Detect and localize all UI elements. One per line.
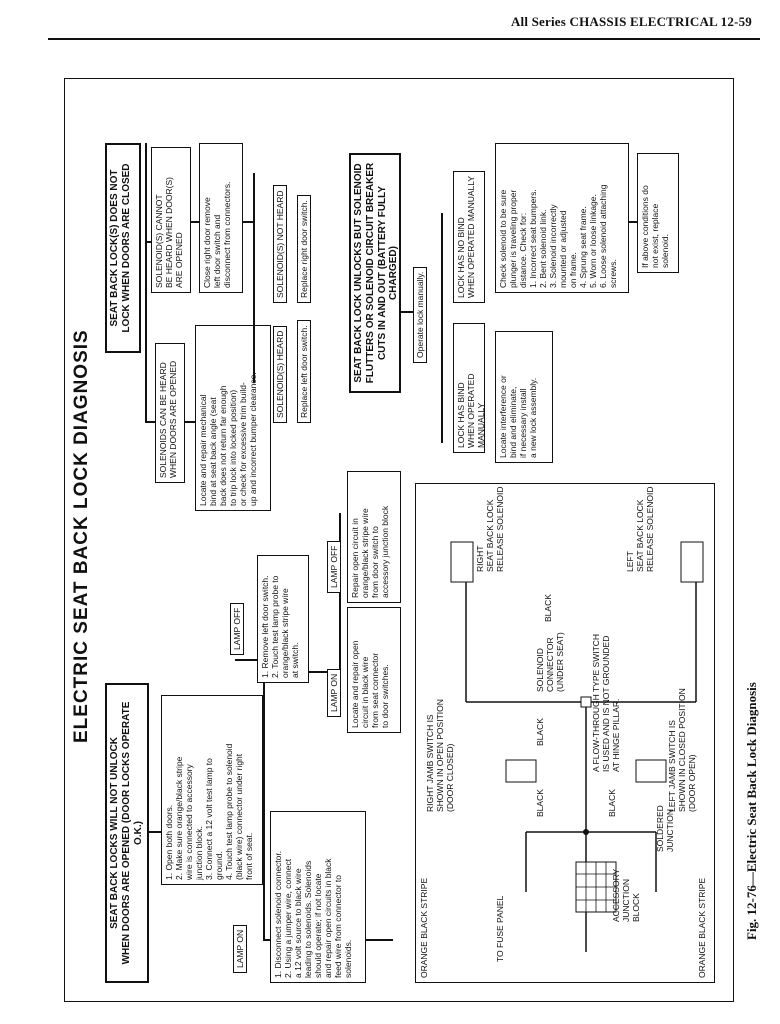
problem-box-nolock: SEAT BACK LOCK(S) DOES NOT LOCK WHEN DOO…	[105, 143, 141, 353]
connector-line	[339, 513, 341, 673]
bind-action: Locate interference or bind and eliminat…	[495, 331, 553, 463]
left-release-label: LEFT SEAT BACK LOCK RELEASE SOLENOID	[625, 486, 655, 572]
right-solenoid-icon	[450, 541, 474, 583]
to-fuse-panel-label: TO FUSE PANEL	[495, 895, 505, 962]
figure-caption: Fig. 12-76—Electric Seat Back Lock Diagn…	[744, 682, 759, 940]
connector-line	[441, 213, 443, 443]
replace-right-box: Replace right door switch.	[297, 195, 311, 303]
solenoid-connector-icon	[580, 696, 592, 708]
connector-line	[401, 311, 413, 313]
heard-label: SOLENOID(S) HEARD	[273, 325, 287, 423]
lamp-off2-action: Repair open circuit in orange/black stri…	[347, 471, 401, 603]
figure-caption-wrap: Fig. 12-76—Electric Seat Back Lock Diagn…	[738, 560, 768, 940]
wiring-svg	[450, 541, 704, 952]
black-label-3: BLACK	[535, 718, 545, 746]
page-header: All Series CHASSIS ELECTRICAL 12-59	[510, 14, 752, 29]
solenoids-cannot-heard-box: SOLENOID(S) CANNOT BE HEARD WHEN DOOR(S)…	[151, 147, 191, 293]
orange-black-top-label: ORANGE BLACK STRIPE	[419, 877, 429, 978]
left-jamb-label: LEFT JAMB SWITCH IS SHOWN IN CLOSED POSI…	[667, 688, 697, 812]
connector-line	[263, 661, 265, 941]
lamp-on2-action: Locate and repair open circuit in black …	[347, 607, 401, 733]
solenoid-connector-label: SOLENOID CONNECTOR (UNDER SEAT)	[535, 632, 565, 692]
above-conditions-action: If above conditions do not exist, replac…	[637, 153, 679, 273]
connector-line	[253, 173, 255, 383]
right-release-label: RIGHT SEAT BACK LOCK RELEASE SOLENOID	[475, 486, 505, 572]
no-bind-box: LOCK HAS NO BIND WHEN OPERATED MANUALLY	[453, 171, 485, 303]
mech-bind-action: Locate and repair mechanical bind at sea…	[195, 325, 271, 511]
not-heard-label: SOLENOID(S) NOT HEARD	[273, 185, 287, 303]
soldered-junction-label: SOLDERED JUNCTION	[655, 805, 675, 852]
solenoids-heard-box: SOLENOIDS CAN BE HEARD WHEN DOORS ARE OP…	[155, 343, 185, 483]
has-bind-box: LOCK HAS BIND WHEN OPERATED MANUALLY	[453, 323, 486, 453]
flow-through-note: A FLOW-THROUGH TYPE SWITCH IS USED AND I…	[591, 633, 621, 772]
diagram-frame: ELECTRIC SEAT BACK LOCK DIAGNOSIS SEAT B…	[64, 78, 734, 1002]
right-jamb-switch-icon	[505, 759, 537, 783]
left-jamb-switch-icon	[635, 759, 667, 783]
problem-box-unlock: SEAT BACK LOCKS WILL NOT UNLOCK WHEN DOO…	[105, 683, 149, 983]
black-label-4: BLACK	[543, 594, 553, 622]
lamp-on2-label: LAMP ON	[327, 668, 341, 717]
lamp-on-label: LAMP ON	[233, 924, 247, 973]
black-label-2: BLACK	[607, 789, 617, 817]
close-door-action: Close right door remove left door switch…	[199, 143, 243, 293]
rotated-diagram: ELECTRIC SEAT BACK LOCK DIAGNOSIS SEAT B…	[65, 79, 735, 1003]
orange-black-bottom-label: ORANGE BLACK STRIPE	[697, 877, 707, 978]
lamp-off-label: LAMP OFF	[230, 602, 244, 655]
lamp-off2-label: LAMP OFF	[327, 540, 341, 593]
wiring-diagram: ORANGE BLACK STRIPE ORANGE BLACK STRIPE …	[415, 483, 715, 983]
diagram-title: ELECTRIC SEAT BACK LOCK DIAGNOSIS	[71, 329, 92, 743]
operate-manually-box: Operate lock manually.	[413, 266, 427, 363]
steps-box-unlock: 1. Open both doors. 2. Make sure orange/…	[161, 695, 263, 885]
replace-left-box: Replace left door switch.	[297, 320, 311, 423]
left-solenoid-icon	[680, 541, 704, 583]
lamp-off-steps: 1. Remove left door switch. 2. Touch tes…	[257, 555, 309, 683]
accessory-block-label: ACCESSORY JUNCTION BLOCK	[611, 868, 641, 922]
right-jamb-label: RIGHT JAMB SWITCH IS SHOWN IN OPEN POSIT…	[425, 699, 455, 812]
lamp-on-action: 1. Disconnect solenoid connector. 2. Usi…	[270, 811, 366, 983]
soldered-junction-icon	[583, 829, 590, 835]
problem-box-flutters: SEAT BACK LOCK UNLOCKS BUT SOLENOID FLUT…	[349, 153, 401, 393]
connector-line	[243, 221, 253, 223]
black-label-1: BLACK	[535, 789, 545, 817]
header-rule	[48, 38, 760, 40]
check-solenoid-action: Check solenoid to be sure plunger is tra…	[495, 143, 629, 293]
connector-line	[145, 143, 147, 423]
